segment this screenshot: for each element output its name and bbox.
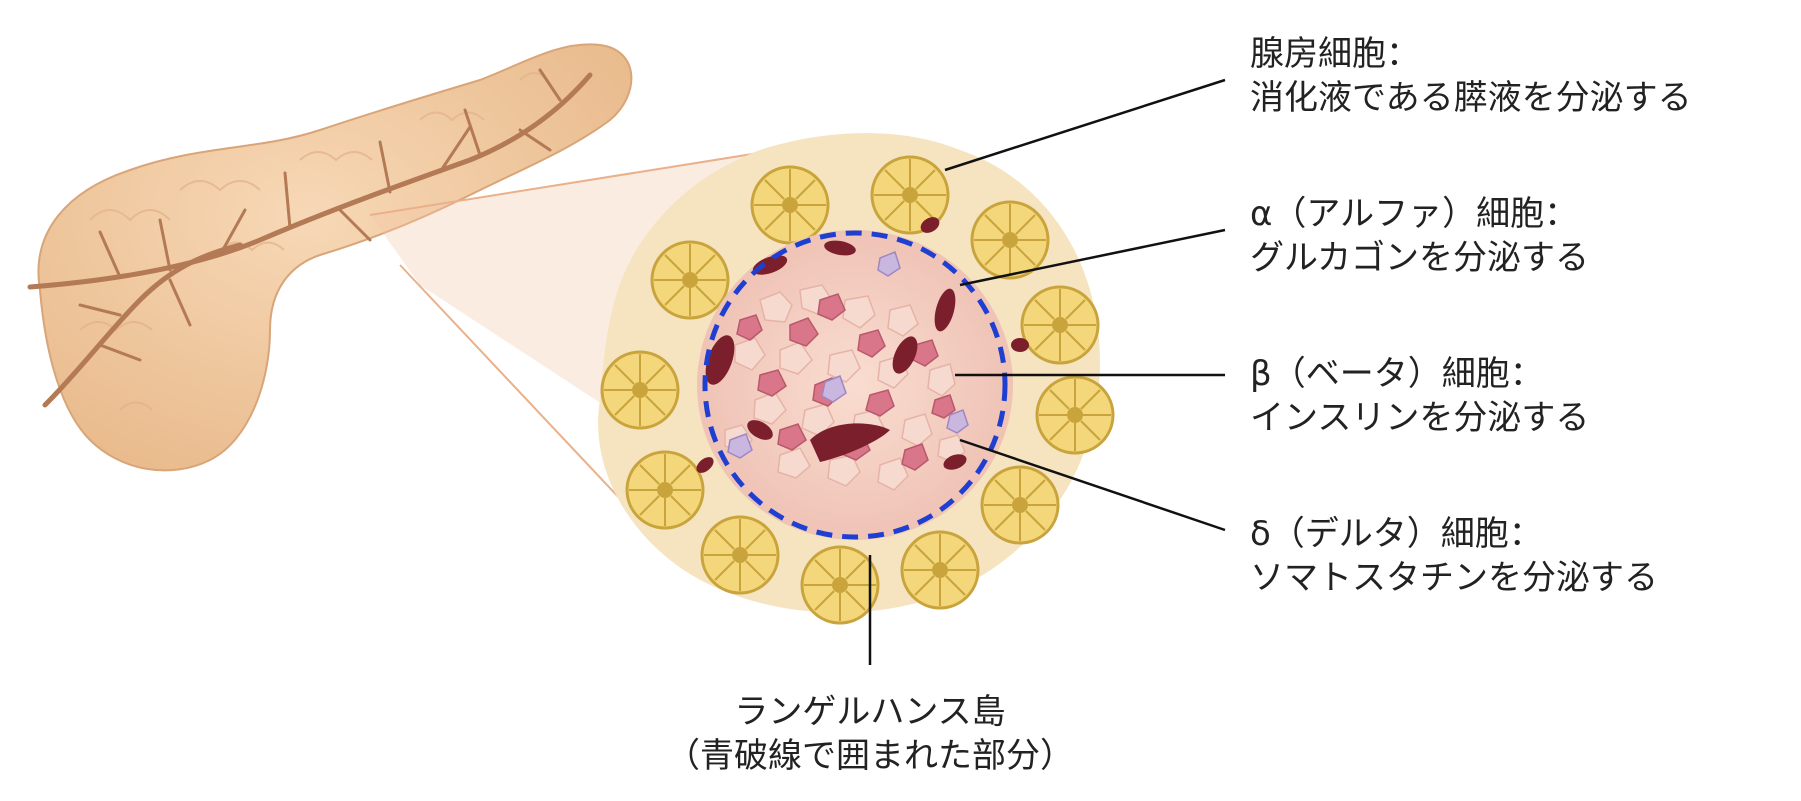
alpha-cell-label: α（アルファ）細胞： グルカゴンを分泌する	[1250, 192, 1589, 280]
beta-cell-desc: インスリンを分泌する	[1250, 398, 1590, 438]
acinar-cell-desc: 消化液である膵液を分泌する	[1250, 78, 1692, 118]
pancreas-organ	[27, 43, 633, 472]
islet-desc: （青破線で囲まれた部分）	[666, 736, 1074, 776]
acinar-cell-label: 腺房細胞： 消化液である膵液を分泌する	[1250, 32, 1692, 120]
islet-title: ランゲルハンス島	[734, 692, 1006, 732]
leader-line-delta	[959, 438, 1226, 532]
delta-cells	[727, 251, 969, 459]
beta-cell-title: β（ベータ）細胞：	[1250, 354, 1544, 394]
beta-cell-label: β（ベータ）細胞： インスリンを分泌する	[1250, 352, 1589, 440]
leader-lines	[868, 78, 1226, 665]
alpha-cell-title: α（アルファ）細胞：	[1250, 194, 1579, 234]
delta-cell-label: δ（デルタ）細胞： ソマトスタチンを分泌する	[1250, 512, 1658, 600]
delta-cell-desc: ソマトスタチンを分泌する	[1250, 558, 1658, 598]
islet-of-langerhans	[696, 217, 1029, 540]
pancreatic-duct	[27, 72, 593, 408]
alpha-cell-desc: グルカゴンを分泌する	[1250, 238, 1589, 278]
blood-vessels	[696, 217, 1029, 473]
delta-cell-title: δ（デルタ）細胞：	[1250, 514, 1543, 554]
leader-line-alpha	[959, 228, 1226, 287]
leader-line-acinar	[944, 78, 1226, 172]
acinar-clusters	[600, 155, 1115, 625]
islet-label: ランゲルハンス島 （青破線で囲まれた部分）	[650, 690, 1090, 778]
islet-dashed-border	[702, 230, 1008, 540]
acinar-cell-title: 腺房細胞：	[1250, 34, 1420, 74]
